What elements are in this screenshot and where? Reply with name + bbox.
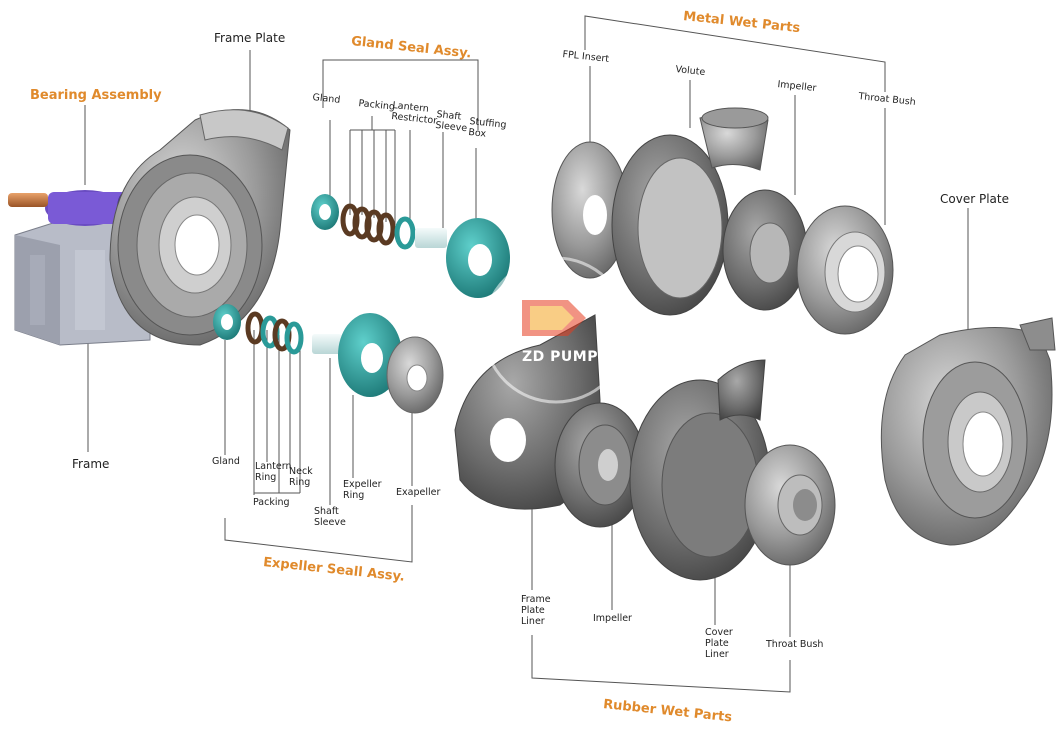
expeller-seal-parts [213, 304, 444, 414]
metal-wet-parts [551, 107, 894, 335]
label-cover-plate: Cover Plate [940, 192, 1009, 206]
rubber-wet-parts [454, 314, 836, 581]
label-rw-cover-plate-liner: Cover Plate Liner [705, 627, 733, 660]
leader-lines [84, 15, 969, 693]
label-es-gland: Gland [212, 456, 240, 467]
label-frame-plate: Frame Plate [214, 31, 286, 45]
gland-seal-parts [311, 194, 510, 298]
label-es-exapeller: Exapeller [396, 487, 441, 498]
label-es-shaft-sleeve: Shaft Sleeve [314, 506, 346, 528]
label-es-neck-ring: Neck Ring [289, 466, 313, 488]
cover-plate-part [880, 317, 1056, 546]
label-es-lantern-ring: Lantern Ring [255, 461, 292, 483]
watermark-text: ZD PUMP [522, 349, 598, 365]
label-gs-lantern: Lantern Restrictor [390, 100, 438, 127]
label-gs-shaft-sleeve: Shaft Sleeve [434, 109, 468, 135]
label-rw-throat-bush: Throat Bush [766, 639, 824, 650]
watermark-mark [482, 256, 630, 404]
group-title-bearing-assembly: Bearing Assembly [30, 88, 162, 103]
label-es-expeller-ring: Expeller Ring [343, 479, 382, 501]
label-rw-impeller: Impeller [593, 613, 632, 624]
frame-plate-part [109, 109, 291, 346]
label-rw-frame-plate-liner: Frame Plate Liner [521, 594, 551, 627]
label-gs-stuffing-box: Stuffing Box [467, 116, 507, 140]
label-frame: Frame [72, 457, 110, 471]
label-es-packing: Packing [253, 497, 290, 508]
